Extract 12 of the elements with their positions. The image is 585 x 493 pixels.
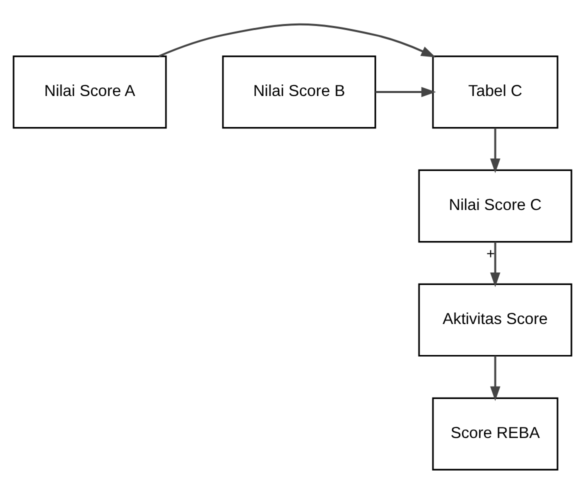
arrow [490,128,500,173]
arrow [490,241,500,287]
node-box: Nilai Score A [12,54,167,128]
node-box: Nilai Score B [222,54,376,128]
arrow [158,22,436,57]
arrow [375,86,436,97]
arrow [490,355,500,401]
node-box: Aktivitas Score [418,282,572,356]
node-box: Score REBA [432,396,558,470]
node-box: Tabel C [432,54,558,128]
node-box: Nilai Score C [418,168,572,242]
edge-label: + [486,246,495,262]
